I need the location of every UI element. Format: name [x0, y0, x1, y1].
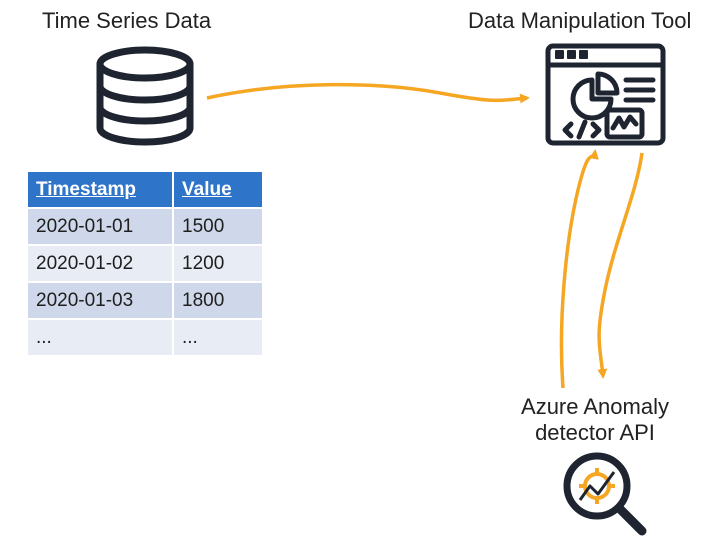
- cell-value: 1500: [173, 207, 264, 245]
- database-icon: [96, 46, 194, 146]
- cell-value: ...: [173, 318, 264, 355]
- arrow-data-to-tool: [206, 82, 530, 104]
- cell-timestamp: ...: [28, 318, 174, 355]
- time-series-label: Time Series Data: [42, 8, 212, 33]
- time-series-table: Timestamp Value 2020-01-01 1500 2020-01-…: [28, 172, 264, 355]
- magnifier-target-icon: [563, 452, 647, 536]
- cell-timestamp: 2020-01-03: [28, 281, 174, 319]
- header-timestamp: Timestamp: [28, 172, 174, 208]
- cell-timestamp: 2020-01-02: [28, 244, 174, 282]
- cell-value: 1200: [173, 244, 264, 282]
- arrow-tool-to-detector: [597, 152, 644, 379]
- anomaly-label-line2: detector API: [535, 420, 655, 445]
- anomaly-label-line1: Azure Anomaly: [521, 394, 669, 419]
- arrow-detector-to-tool: [559, 149, 599, 389]
- table-row: 2020-01-02 1200: [28, 244, 264, 282]
- cell-value: 1800: [173, 281, 264, 319]
- table-row: 2020-01-01 1500: [28, 207, 264, 245]
- cell-timestamp: 2020-01-01: [28, 207, 174, 245]
- anomaly-detector-label: Azure Anomaly detector API: [500, 394, 690, 446]
- manipulation-tool-label: Data Manipulation Tool: [468, 8, 692, 33]
- table-header-row: Timestamp Value: [28, 172, 264, 208]
- table-row: 2020-01-03 1800: [28, 281, 264, 319]
- tool-window-icon: [545, 43, 666, 146]
- header-value: Value: [173, 172, 264, 208]
- table-row: ... ...: [28, 318, 264, 355]
